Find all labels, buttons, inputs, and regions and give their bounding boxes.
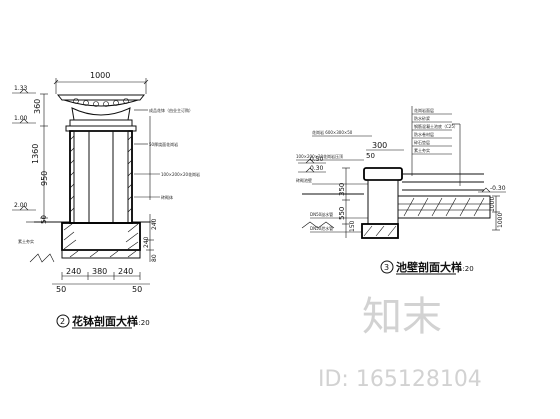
svg-text:240: 240	[143, 236, 150, 248]
svg-text:2.00: 2.00	[14, 202, 28, 209]
level-marker-top: 1.33	[12, 85, 36, 94]
pool-level-neg030: -0.30	[478, 185, 506, 193]
svg-text:0.30: 0.30	[310, 165, 324, 172]
watermark: 知末 ID: 165128104	[318, 294, 482, 392]
svg-text:50厚烧面花岗岩: 50厚烧面花岗岩	[149, 141, 178, 147]
svg-text:砖砌体: 砖砌体	[161, 194, 173, 200]
svg-text:钢筋混凝土池底（C25）: 钢筋混凝土池底（C25）	[414, 123, 458, 129]
brick-hatch	[69, 135, 133, 213]
svg-text:550: 550	[338, 207, 346, 220]
pool-wall-section-detail: 花岗岩面层 防水砂浆 钢筋混凝土池底（C25） 防水卷材层 碎石垫层 素土夯实 …	[296, 106, 506, 275]
svg-text:成品花钵（由业主订购）: 成品花钵（由业主订购）	[149, 107, 193, 113]
planter-section-detail: 1000	[12, 71, 200, 329]
svg-text:100×200×20花岗岩压顶: 100×200×20花岗岩压顶	[296, 153, 343, 159]
svg-text:240: 240	[151, 218, 158, 230]
svg-text:150: 150	[349, 220, 356, 232]
dim-bottom-240b: 240	[118, 267, 133, 276]
svg-text:80: 80	[151, 254, 158, 262]
pool-notes-top: 花岗岩面层 防水砂浆 钢筋混凝土池底（C25） 防水卷材层 碎石垫层 素土夯实	[411, 106, 461, 186]
svg-text:素土夯实: 素土夯实	[414, 147, 430, 153]
svg-text:花岗岩 600×300×50: 花岗岩 600×300×50	[312, 129, 353, 135]
watermark-id: ID: 165128104	[318, 367, 482, 392]
title-right: 池壁剖面大样	[396, 260, 462, 274]
svg-text:0.50: 0.50	[310, 156, 324, 163]
planter-notes: 成品花钵（由业主订购） 50厚烧面花岗岩 100×200×20花岗岩 砖砌体	[134, 107, 200, 200]
dim-bottom-50a: 50	[56, 285, 66, 294]
detail-number-left: 2	[60, 317, 65, 326]
pool-notes-left: 100×200×20花岗岩压顶 砖砌池壁 DN50溢水管 DN50泄水管	[296, 153, 368, 233]
svg-text:350: 350	[338, 183, 346, 196]
svg-text:DN50泄水管: DN50泄水管	[310, 225, 333, 231]
pool-slab-hatch	[403, 197, 485, 217]
svg-text:-0.30: -0.30	[490, 185, 506, 192]
dim-50-top: 50	[366, 152, 375, 160]
svg-text:100×200×20花岗岩: 100×200×20花岗岩	[161, 171, 200, 177]
level-marker-mid: 1.00	[12, 115, 36, 124]
ornament-band	[73, 98, 129, 107]
dim-bottom-50b: 50	[132, 285, 142, 294]
dim-bottom-240a: 240	[66, 267, 81, 276]
detail-number-right: 3	[384, 263, 389, 272]
level-marker-ground: 2.00	[12, 202, 36, 211]
svg-text:1000: 1000	[489, 197, 496, 212]
dim-bottom-380: 380	[92, 267, 107, 276]
svg-text:DN50溢水管: DN50溢水管	[310, 211, 333, 217]
dim-50-left: 50	[40, 215, 48, 224]
dim-950: 950	[40, 171, 49, 186]
svg-text:花岗岩面层: 花岗岩面层	[414, 107, 434, 113]
title-left: 花钵剖面大样	[72, 314, 138, 328]
pool-level-050: 0.50	[298, 156, 326, 164]
dim-300: 300	[372, 141, 387, 150]
title-scale-right: 1:20	[458, 265, 474, 273]
top-width-dim: 1000	[90, 71, 110, 80]
svg-text:防水卷材层: 防水卷材层	[414, 131, 434, 137]
title-scale-left: 1:20	[134, 319, 150, 327]
footing-hatch	[63, 223, 139, 258]
watermark-logo: 知末	[362, 294, 442, 340]
pool-level-030: 0.30	[298, 165, 326, 173]
svg-text:碎石垫层: 碎石垫层	[414, 139, 430, 145]
dim-1360: 1360	[31, 144, 40, 164]
dim-360: 360	[33, 99, 42, 114]
svg-text:防水砂浆: 防水砂浆	[414, 115, 430, 121]
svg-text:1.00: 1.00	[14, 115, 28, 122]
svg-text:素土夯实: 素土夯实	[18, 238, 34, 244]
svg-text:砖砌池壁: 砖砌池壁	[296, 177, 312, 183]
svg-text:1000: 1000	[497, 213, 504, 228]
svg-text:1.33: 1.33	[14, 85, 28, 92]
